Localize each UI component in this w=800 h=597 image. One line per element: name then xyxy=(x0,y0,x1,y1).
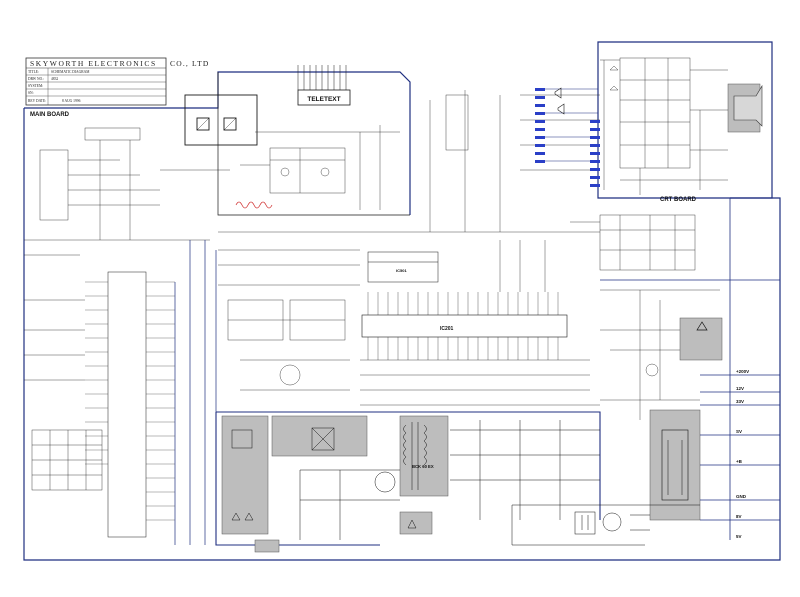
ic501-label: IC501 xyxy=(396,268,407,273)
mains-connector xyxy=(254,539,280,553)
sn-label: SN: xyxy=(28,91,34,95)
power-supply-shade xyxy=(221,415,449,535)
rail-label-33v: 33V xyxy=(736,399,744,404)
micro-controller xyxy=(107,271,147,538)
micro-pins xyxy=(85,281,175,521)
ic201-pins xyxy=(367,292,559,360)
rail-label-sv: SV xyxy=(736,429,742,434)
transformer-label: BCK 60 EX xyxy=(412,464,434,469)
title-label: TITLE: xyxy=(28,70,39,74)
teletext-circuit xyxy=(240,125,400,210)
rev-date-label: REV DATE: xyxy=(28,99,46,103)
crt-circuit xyxy=(600,57,728,195)
tuner-section xyxy=(24,127,230,256)
teletext-frame xyxy=(217,72,410,216)
keyboard-matrix xyxy=(24,299,103,491)
ic501-chip xyxy=(367,251,439,283)
drw-no-value: 4832 xyxy=(51,77,58,81)
ic201-chip xyxy=(361,314,568,338)
crt-connector-wires xyxy=(545,88,598,162)
title-value: SCHEMATIC DIAGRAM xyxy=(51,70,90,74)
horizontal-output xyxy=(511,504,700,546)
teletext-box xyxy=(297,89,351,106)
rail-label-200v: +200V xyxy=(736,369,749,374)
left-bus-lines xyxy=(174,240,217,545)
right-rail-lines xyxy=(600,198,780,540)
main-board-label: MAIN BOARD xyxy=(30,112,70,118)
crt-connectors xyxy=(535,88,600,187)
system-label: SYSTEM: xyxy=(28,84,43,88)
central-wiring xyxy=(218,90,600,406)
power-supply-components xyxy=(231,420,600,540)
deflection-section xyxy=(599,214,720,420)
rail-label-b: +B xyxy=(736,459,743,464)
rail-label-gnd: GND xyxy=(736,494,747,499)
power-supply-frame xyxy=(215,411,601,546)
speaker-icon xyxy=(554,87,565,115)
crt-tube-icon xyxy=(733,84,763,127)
ic201-label: IC201 xyxy=(440,326,454,332)
teletext-antenna-lines xyxy=(297,65,347,90)
vertical-output-shade xyxy=(679,317,723,361)
red-filter-coils xyxy=(235,201,273,209)
teletext-relay-box xyxy=(184,94,258,146)
company-name: SKYWORTH ELECTRONICS xyxy=(30,59,157,68)
rail-label-12v: 12V xyxy=(736,386,744,391)
rev-date-value: 8 AUG 1996 xyxy=(62,99,81,103)
company-suffix: CO., LTD xyxy=(170,59,210,68)
flyback-shade xyxy=(649,409,701,521)
rail-label-8v: 8V xyxy=(736,514,742,519)
teletext-label: TELETEXT xyxy=(307,96,340,103)
drw-no-label: DRW NO.: xyxy=(28,77,44,81)
title-block: SKYWORTH ELECTRONICS CO., LTD TITLE: SCH… xyxy=(25,57,210,106)
crt-board-label: CRT BOARD xyxy=(660,197,697,203)
rail-label-5v: 5V xyxy=(736,534,742,539)
